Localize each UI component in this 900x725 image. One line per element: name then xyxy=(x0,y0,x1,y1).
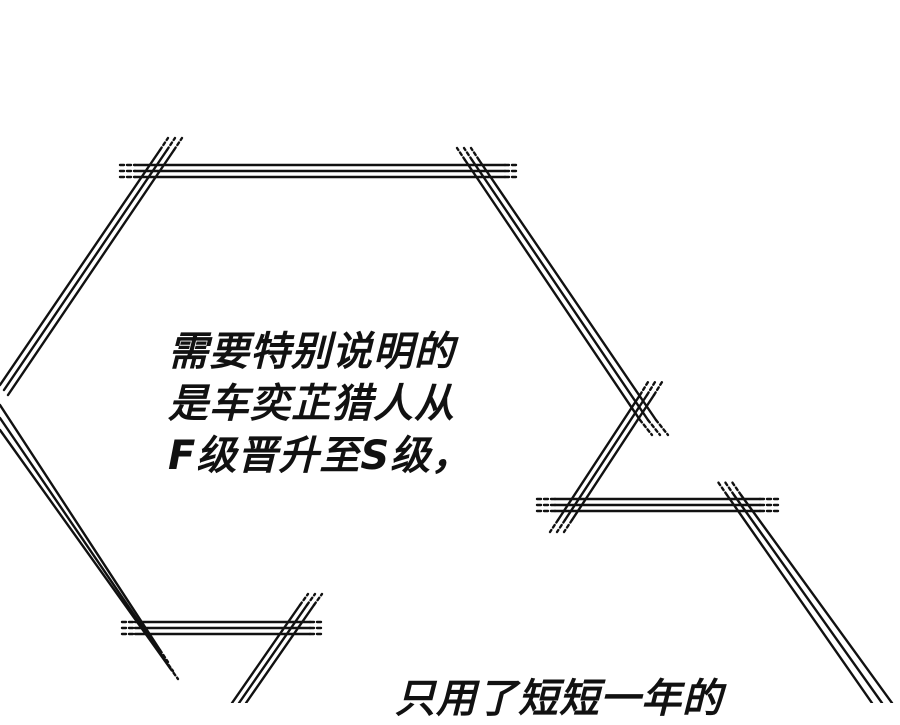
caption-1-line-1: 需要特别说明的 xyxy=(168,329,455,375)
hex1-upper-left-edge xyxy=(0,136,184,397)
narration-caption-2: 只用了短短一年的 xyxy=(395,676,723,722)
hex1-upper-right-edge xyxy=(455,146,670,437)
hexagon-frame-lines xyxy=(0,136,894,703)
hex1-lower-left-edge xyxy=(0,403,180,681)
narration-caption-1: 需要特别说明的 是车奕芷猎人从 F级晋升至S级， xyxy=(168,326,488,482)
hex1-lower-right-edge xyxy=(230,592,324,703)
caption-1-line-3: F级晋升至S级， xyxy=(168,433,473,479)
caption-1-line-2: 是车奕芷猎人从 xyxy=(168,381,455,427)
comic-panel: 需要特别说明的 是车奕芷猎人从 F级晋升至S级， 只用了短短一年的 xyxy=(0,136,894,722)
hex2-top-edge xyxy=(535,497,780,513)
hex1-top-edge xyxy=(118,163,520,179)
hex2-upper-right-edge xyxy=(716,480,894,703)
